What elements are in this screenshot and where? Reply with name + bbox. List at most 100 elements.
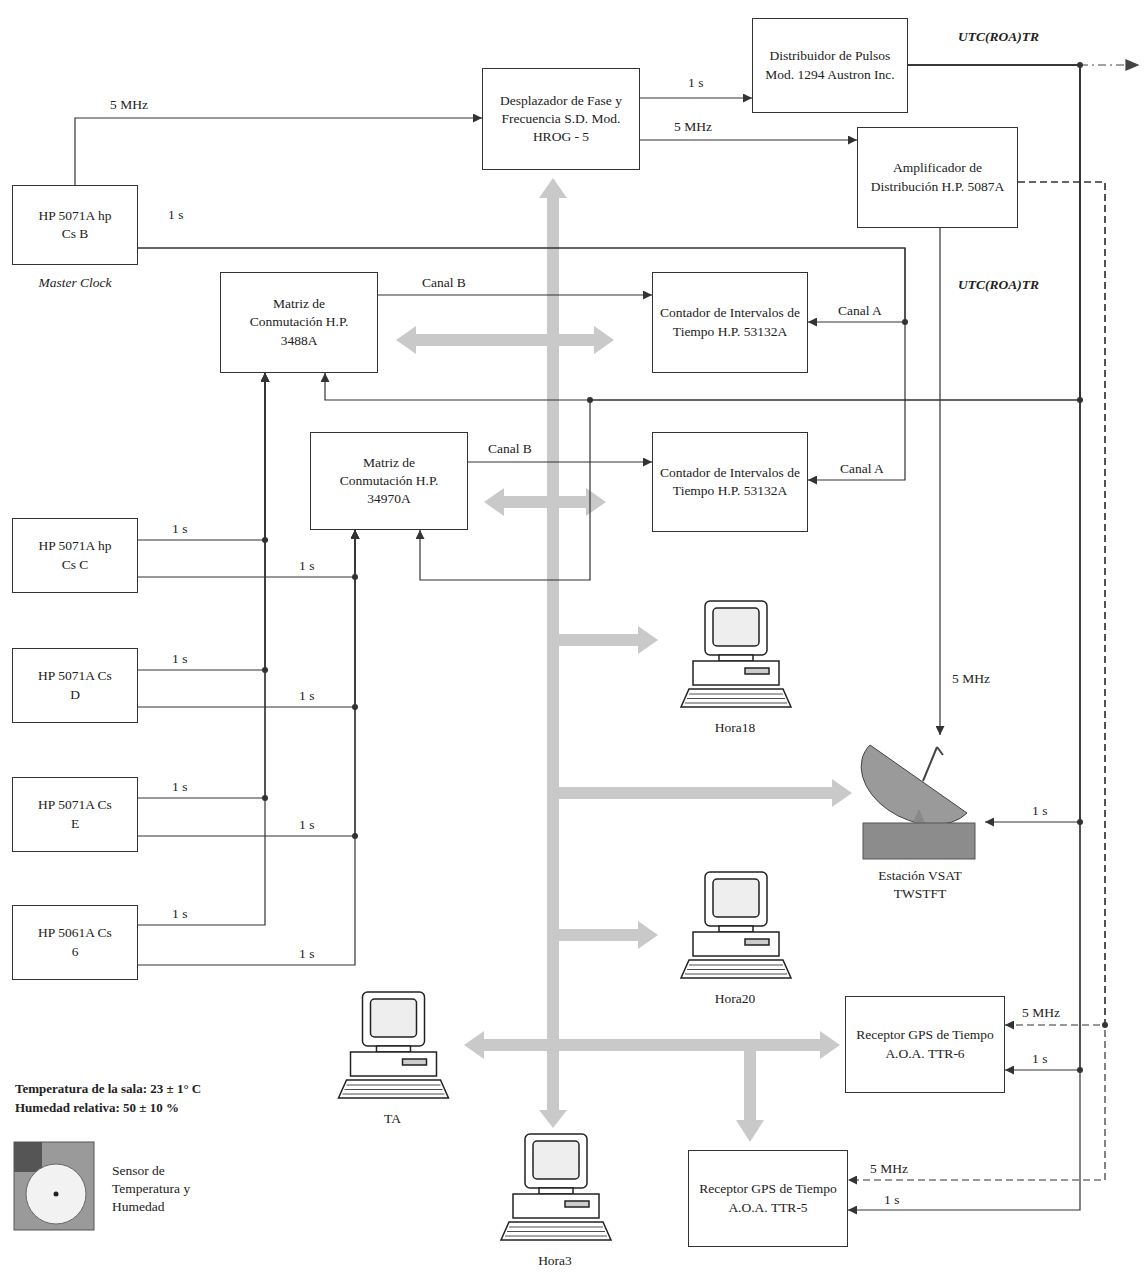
node-label: HP 5071A hp Cs B xyxy=(35,207,115,243)
node-label: HP 5071A hp Cs C xyxy=(35,537,115,573)
signal-connector xyxy=(468,461,652,462)
key-row xyxy=(689,965,783,966)
signal-connector xyxy=(138,530,355,577)
connector-label: 1 s xyxy=(882,1193,901,1208)
signal-label: Temperatura de la sala: 23 ± 1° C xyxy=(15,1082,201,1096)
connector-label: Canal B xyxy=(486,442,534,457)
signal-connector xyxy=(1005,182,1105,1025)
drive-slot xyxy=(565,1201,589,1207)
computer-base xyxy=(693,661,779,685)
output-arrowhead xyxy=(1126,60,1138,70)
signal-connector xyxy=(138,373,265,670)
signal-connector xyxy=(939,228,940,735)
screen xyxy=(713,608,759,646)
key-row xyxy=(685,703,787,704)
node-label: Matriz de Conmutación H.P. 3488A xyxy=(239,295,359,350)
monitor xyxy=(705,872,767,926)
process-box: Receptor GPS de Tiempo A.O.A. TTR-6 xyxy=(845,996,1005,1093)
bus-branch xyxy=(744,1045,756,1123)
signal-connector xyxy=(138,373,265,925)
node-label: Estación VSAT TWSTFT xyxy=(855,867,985,903)
computer-icon: Hora20 xyxy=(670,868,800,1008)
bus-arrowhead xyxy=(484,488,504,516)
bus-arrowhead xyxy=(396,326,416,354)
signal-connector xyxy=(138,373,265,540)
connector-label: Canal B xyxy=(420,276,468,291)
clock-box: HP 5061A Cs 6 xyxy=(12,905,138,980)
monitor-stand xyxy=(719,926,753,932)
clock-box: HP 5071A hp Cs C xyxy=(12,518,138,593)
drive-slot xyxy=(745,939,769,945)
signal-label: 1 s xyxy=(168,208,183,223)
connector-label: 5 MHz xyxy=(950,672,992,687)
keyboard xyxy=(681,689,791,707)
computer-icon-drawing xyxy=(670,597,800,737)
connector-label: 5 MHz xyxy=(108,98,150,113)
screen xyxy=(533,1141,579,1179)
node-label: HP 5071A Cs D xyxy=(35,667,115,703)
node-label: Matriz de Conmutación H.P. 34970A xyxy=(329,454,449,509)
clock-box: HP 5071A Cs E xyxy=(12,777,138,852)
node-label: Receptor GPS de Tiempo A.O.A. TTR-6 xyxy=(855,1026,995,1062)
connector-label: 5 MHz xyxy=(672,120,714,135)
connector-label: 1 s xyxy=(1030,1052,1049,1067)
dial-center xyxy=(54,1192,59,1197)
node-label: Desplazador de Fase y Frecuencia S.D. Mo… xyxy=(491,92,631,147)
bus-arrowhead xyxy=(586,488,606,516)
computer-icon-drawing xyxy=(670,868,800,1008)
connector-label: 1 s xyxy=(170,780,189,795)
connector-label: 1 s xyxy=(297,947,316,962)
computer-icon: Hora18 xyxy=(670,597,800,737)
node-label: HP 5071A Cs E xyxy=(35,796,115,832)
connector-label: 1 s xyxy=(170,907,189,922)
process-box: Receptor GPS de Tiempo A.O.A. TTR-5 xyxy=(688,1150,848,1247)
signal-connector xyxy=(138,530,355,836)
drive-slot xyxy=(745,668,769,674)
process-box: Contador de Intervalos de Tiempo H.P. 53… xyxy=(652,272,808,373)
monitor xyxy=(363,992,425,1046)
monitor-stand xyxy=(719,655,753,661)
node-label: Hora20 xyxy=(670,990,800,1008)
computer-base xyxy=(351,1052,437,1076)
node-label: HP 5061A Cs 6 xyxy=(35,924,115,960)
key-row xyxy=(509,1227,603,1228)
bus-branch xyxy=(414,334,596,346)
connector-label: 5 MHz xyxy=(868,1162,910,1177)
node-label: Distribuidor de Pulsos Mod. 1294 Austron… xyxy=(765,47,895,83)
keyboard xyxy=(339,1080,449,1098)
bus-branch xyxy=(553,787,835,799)
signal-connector xyxy=(848,182,1105,1180)
signal-connector xyxy=(378,294,652,295)
key-row xyxy=(347,1085,441,1086)
signal-connector xyxy=(138,530,355,707)
bus-arrowhead xyxy=(638,626,658,654)
bus-branch xyxy=(502,496,588,508)
key-row xyxy=(687,969,785,970)
signal-connector xyxy=(138,248,905,480)
screen xyxy=(371,999,417,1037)
signal-connector xyxy=(908,65,1080,1070)
sensor-panel xyxy=(14,1142,42,1172)
signal-connector xyxy=(138,248,905,322)
process-box: Contador de Intervalos de Tiempo H.P. 53… xyxy=(652,432,808,532)
sensor-dial xyxy=(26,1164,86,1224)
connector-label: 1 s xyxy=(1030,804,1049,819)
sensor-housing xyxy=(14,1142,94,1230)
process-box: Matriz de Conmutación H.P. 34970A xyxy=(310,432,468,530)
data-bus xyxy=(547,196,559,1112)
key-row xyxy=(507,1231,605,1232)
node-label: TA xyxy=(325,1110,460,1128)
connector-label: 1 s xyxy=(170,522,189,537)
station-base xyxy=(863,823,975,859)
keyboard xyxy=(501,1222,611,1240)
bus-arrowhead xyxy=(594,326,614,354)
monitor-stand xyxy=(377,1046,411,1052)
bus-branch xyxy=(553,929,641,941)
signal-connector xyxy=(138,373,265,798)
signal-connector xyxy=(640,139,857,140)
drive-slot xyxy=(403,1059,427,1065)
connector-label: 1 s xyxy=(170,652,189,667)
signal-label: Humedad relativa: 50 ± 10 % xyxy=(15,1101,179,1115)
